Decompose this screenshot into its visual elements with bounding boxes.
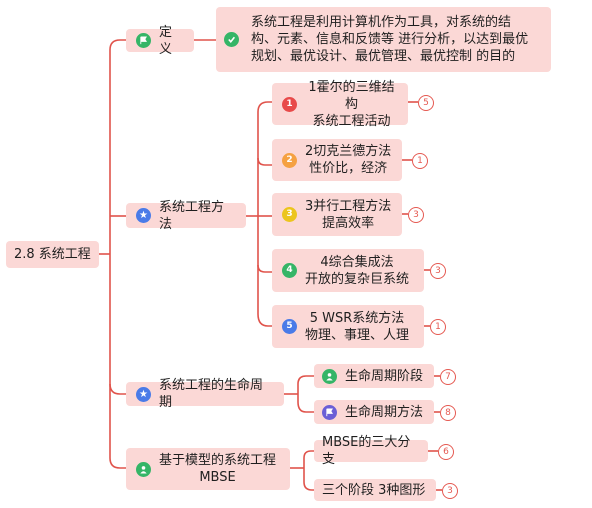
lifecycle-item-label: 生命周期阶段 — [345, 368, 424, 384]
flag-icon — [136, 33, 151, 48]
definition-line: 构、元素、信息和反馈等 进行分析，以达到最优 — [251, 32, 529, 47]
root-label: 2.8 系统工程 — [14, 247, 91, 262]
count-badge[interactable]: 5 — [418, 95, 434, 111]
method-item-label: 2切克兰德方法 性价比，经济 — [305, 143, 391, 177]
count-badge[interactable]: 7 — [440, 369, 456, 385]
method-line: 提高效率 — [322, 215, 375, 231]
branch-lifecycle-label: 系统工程的生命周期 — [159, 378, 264, 410]
user-icon — [322, 368, 337, 384]
number-5-icon: 5 — [282, 319, 297, 334]
number-4-icon: 4 — [282, 263, 297, 278]
number-3-icon: 3 — [282, 207, 297, 222]
lifecycle-item-label: 生命周期方法 — [345, 404, 424, 420]
method-line: 1霍尔的三维结构 — [308, 79, 395, 112]
branch-lifecycle[interactable]: ★ 系统工程的生命周期 — [126, 378, 284, 410]
definition-content[interactable]: 系统工程是利用计算机作为工具，对系统的结 构、元素、信息和反馈等 进行分析，以达… — [216, 7, 551, 72]
number-1-icon: 1 — [282, 96, 297, 112]
number-2-icon: 2 — [282, 152, 297, 168]
root-node[interactable]: 2.8 系统工程 — [6, 241, 99, 268]
method-line: 物理、事理、人理 — [305, 327, 410, 343]
method-line: 2切克兰德方法 — [305, 144, 392, 159]
definition-line: 系统工程是利用计算机作为工具，对系统的结 — [251, 15, 512, 30]
method-line: 4综合集成法 — [320, 254, 394, 270]
count-badge[interactable]: 8 — [440, 405, 456, 421]
branch-methods[interactable]: ★ 系统工程方法 — [126, 200, 246, 232]
method-line: 3并行工程方法 — [305, 198, 392, 214]
user-icon — [136, 461, 151, 477]
mbse-item-label: 三个阶段 3种图形 — [322, 482, 426, 498]
count-badge[interactable]: 1 — [430, 319, 446, 335]
count-badge[interactable]: 6 — [438, 444, 454, 460]
definition-text: 系统工程是利用计算机作为工具，对系统的结 构、元素、信息和反馈等 进行分析，以达… — [251, 14, 528, 65]
count-badge[interactable]: 3 — [430, 263, 446, 279]
branch-methods-label: 系统工程方法 — [159, 199, 225, 232]
star-icon: ★ — [136, 386, 151, 402]
method-item-1[interactable]: 1 1霍尔的三维结构 系统工程活动 — [272, 80, 408, 129]
method-line: 性价比，经济 — [309, 161, 388, 176]
method-item-3[interactable]: 3 3并行工程方法 提高效率 — [272, 193, 402, 236]
branch-definition-label: 定义 — [159, 24, 173, 57]
count-badge[interactable]: 3 — [408, 207, 424, 223]
mbse-line: MBSE — [199, 470, 236, 485]
branch-definition[interactable]: 定义 — [126, 25, 194, 57]
method-item-5[interactable]: 5 5 WSR系统方法 物理、事理、人理 — [272, 305, 424, 348]
method-item-4[interactable]: 4 4综合集成法 开放的复杂巨系统 — [272, 249, 424, 292]
method-line: 开放的复杂巨系统 — [305, 271, 410, 287]
count-badge[interactable]: 1 — [412, 153, 428, 169]
star-icon: ★ — [136, 208, 151, 223]
mbse-item-branches[interactable]: MBSE的三大分支 — [314, 435, 428, 467]
method-item-label: 3并行工程方法 提高效率 — [305, 198, 391, 232]
flag-icon — [322, 404, 337, 420]
method-item-label: 1霍尔的三维结构 系统工程活动 — [305, 79, 398, 130]
mbse-item-label: MBSE的三大分支 — [322, 435, 411, 467]
lifecycle-item-stages[interactable]: 生命周期阶段 — [314, 364, 434, 388]
check-icon — [224, 32, 239, 47]
method-item-2[interactable]: 2 2切克兰德方法 性价比，经济 — [272, 139, 402, 181]
count-badge[interactable]: 3 — [442, 483, 458, 499]
lifecycle-item-methods[interactable]: 生命周期方法 — [314, 400, 434, 424]
branch-mbse[interactable]: 基于模型的系统工程 MBSE — [126, 448, 290, 490]
mbse-line: 基于模型的系统工程 — [159, 453, 277, 468]
method-item-label: 4综合集成法 开放的复杂巨系统 — [305, 254, 409, 288]
method-line: 5 WSR系统方法 — [309, 310, 405, 326]
method-line: 系统工程活动 — [312, 113, 391, 129]
method-item-label: 5 WSR系统方法 物理、事理、人理 — [305, 310, 409, 344]
definition-line: 规划、最优设计、最优管理、最优控制 的目的 — [251, 49, 516, 64]
mbse-item-phases[interactable]: 三个阶段 3种图形 — [314, 479, 436, 501]
branch-mbse-label: 基于模型的系统工程 MBSE — [159, 452, 276, 486]
